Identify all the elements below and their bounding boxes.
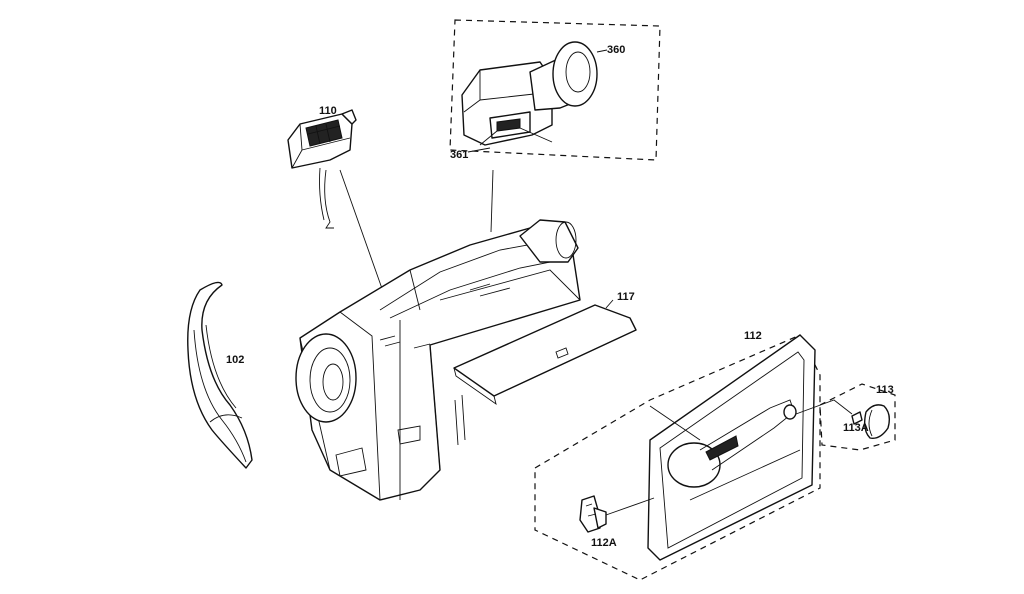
viewfinder-assembly — [461, 41, 598, 146]
label-113a: 113A — [843, 422, 869, 434]
label-113: 113 — [876, 384, 894, 396]
part-110 — [287, 109, 357, 229]
part-113-group-outline — [819, 383, 896, 451]
part-102-strap — [187, 281, 253, 469]
label-117: 117 — [617, 291, 635, 303]
label-360: 360 — [607, 44, 626, 56]
part-112a-clip — [579, 495, 607, 533]
label-110: 110 — [319, 105, 337, 117]
part-112-side-panel — [647, 334, 816, 561]
part-117-cover — [453, 304, 637, 406]
part-113a-screw — [851, 411, 863, 425]
camcorder-body — [295, 219, 581, 501]
label-102: 102 — [226, 354, 245, 366]
viewfinder-group-outline — [449, 19, 661, 161]
side-panel-group-outline — [534, 334, 821, 581]
label-112: 112 — [744, 330, 762, 342]
part-113-knob — [863, 404, 891, 439]
label-361: 361 — [450, 149, 469, 161]
viewfinder-leader-line — [490, 169, 494, 233]
label-112a: 112A — [591, 537, 617, 549]
